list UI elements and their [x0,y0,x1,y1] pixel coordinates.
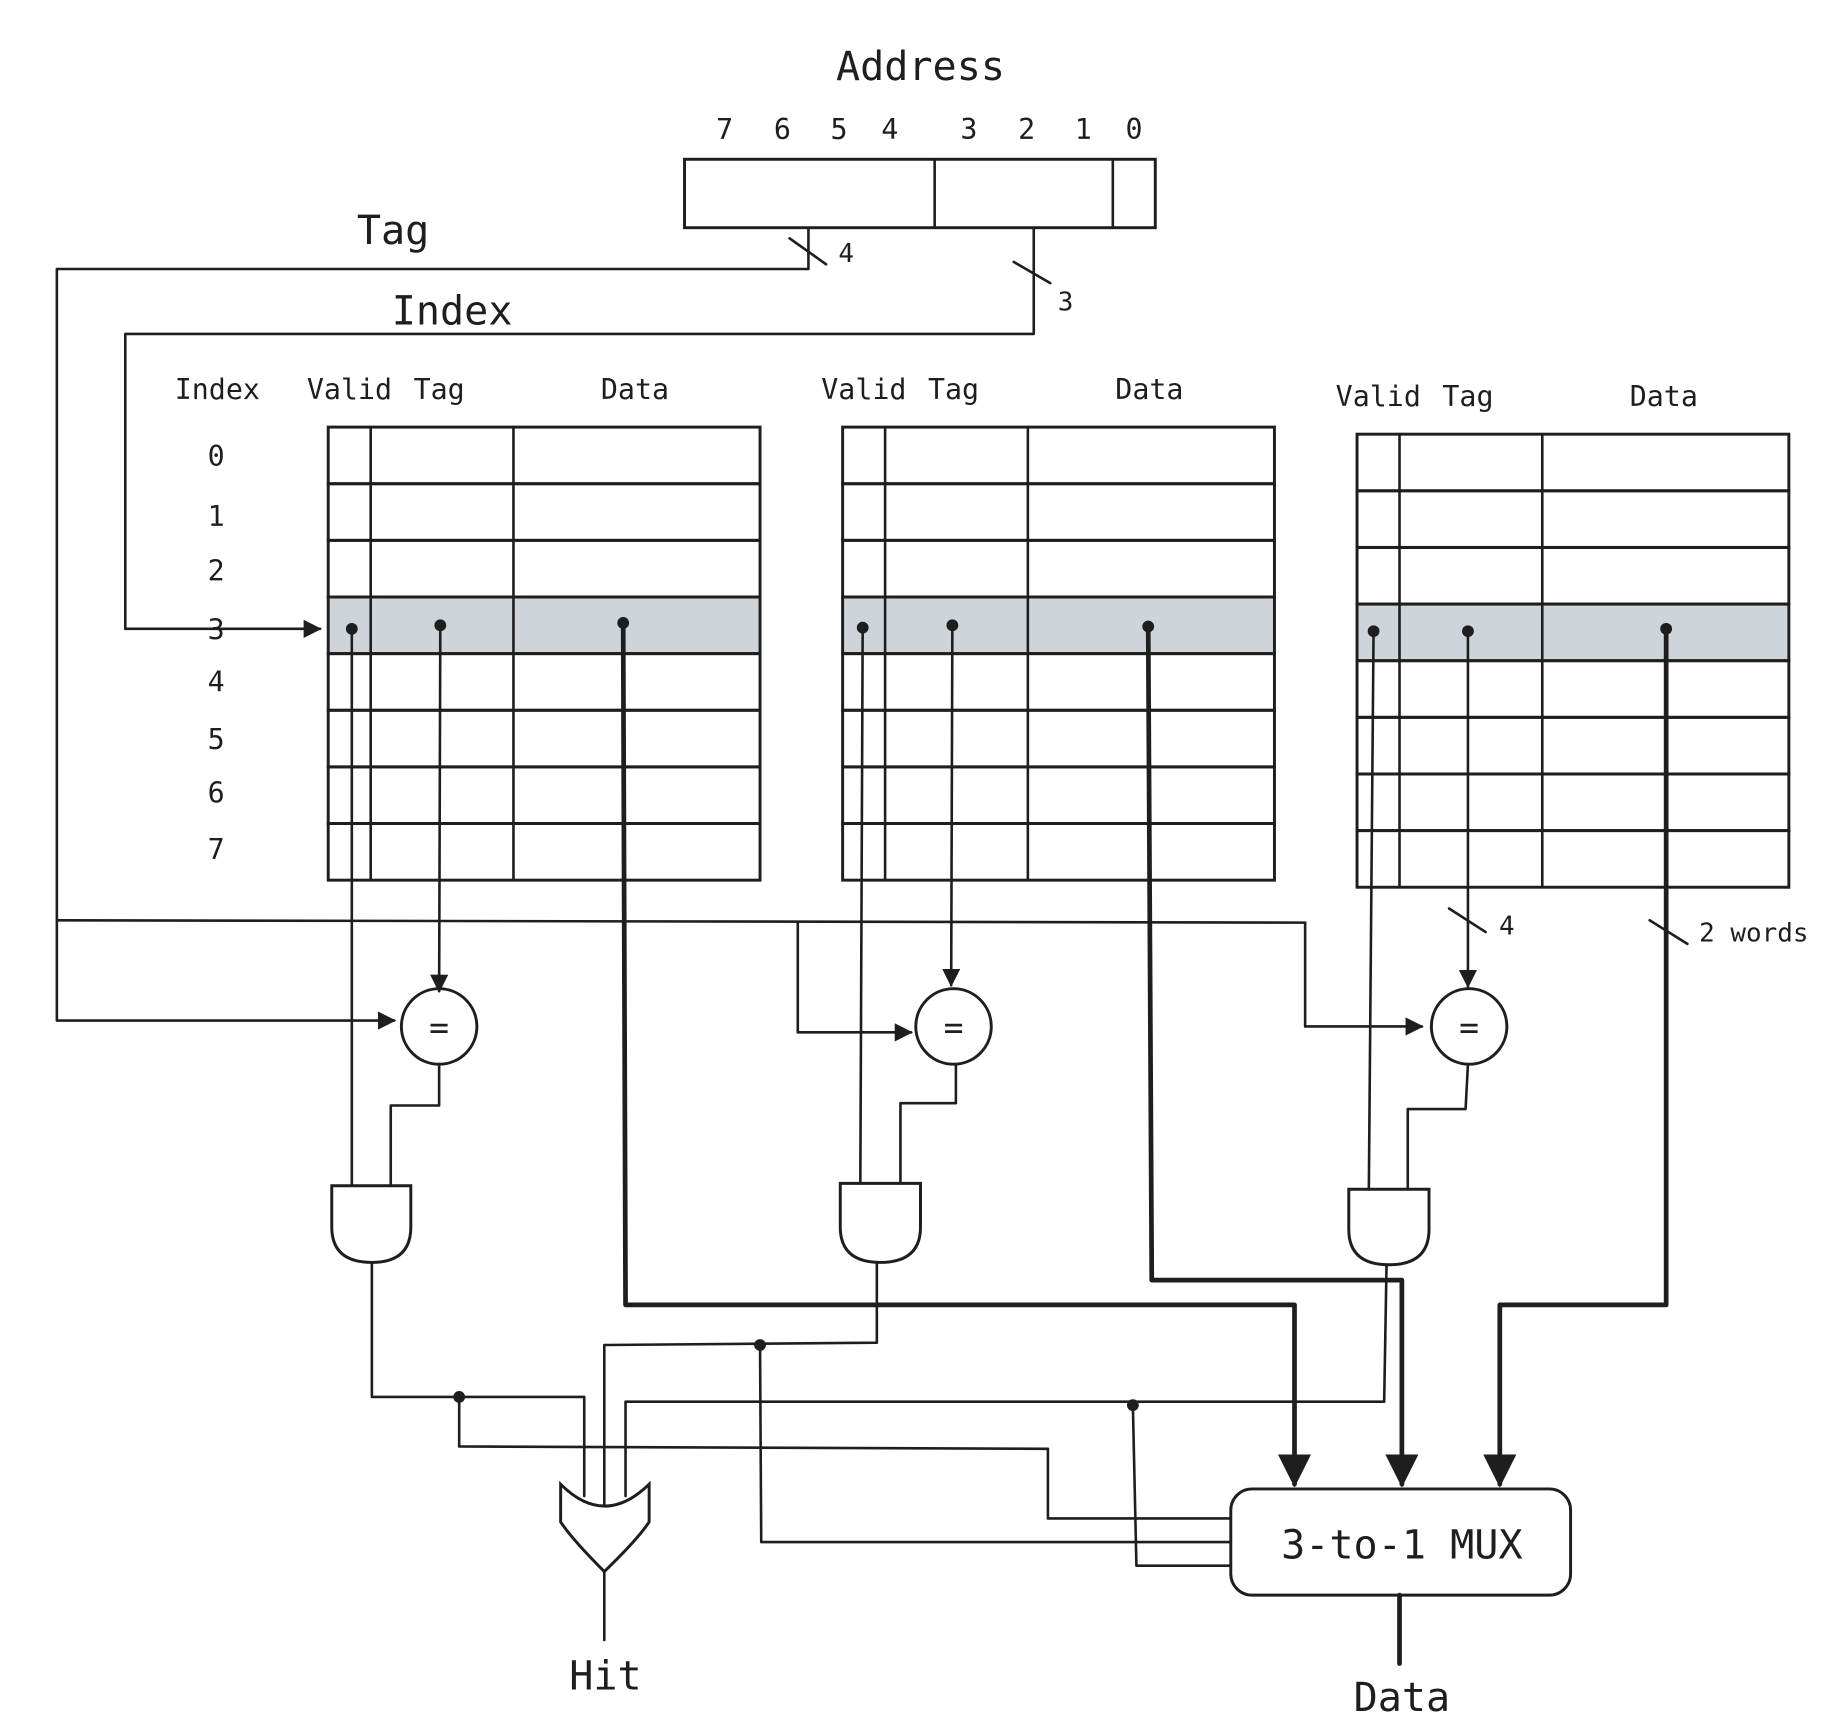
way1-data-bus [620,620,1312,1488]
row-indices: 0 1 2 3 4 5 6 7 [208,440,225,866]
cache-row [1355,489,1791,549]
data-header: Data [1115,373,1183,406]
data-header: Data [1630,380,1698,413]
index-width-label: 3 [1058,287,1074,317]
valid-header: Valid [821,373,906,406]
selected-row-highlight [328,596,761,654]
tag-branch-way2 [796,921,913,1042]
row-index-label: 5 [208,723,225,756]
cache-row [326,538,762,599]
tag-width-slash [788,237,828,266]
way1-tag-wire [430,624,449,993]
svg-text:=: = [1459,1007,1479,1046]
row-index-label: 3 [208,613,225,646]
cache-row [841,482,1276,542]
cache-row [326,822,762,882]
row-index-label: 4 [208,665,225,698]
way1-and-gate [330,1184,413,1264]
cache-row [326,425,762,486]
tag-wire [55,226,810,1030]
address-bit-label: 4 [881,113,898,146]
address-bit-label: 7 [716,113,733,146]
cache-row [841,822,1276,882]
cache-row [1355,659,1791,719]
way1-comparator: = [399,987,479,1066]
cache-row [841,708,1276,769]
hit-output-label: Hit [569,1654,641,1700]
address-title: Address [836,44,1005,90]
selected-row-highlight [1357,604,1789,661]
cache-row [326,482,762,542]
address-register [683,157,1157,230]
mux-label: 3-to-1 MUX [1281,1523,1522,1569]
row-index-label: 0 [208,440,225,473]
cache-row [1355,829,1791,889]
cache-row [841,538,1276,599]
cache-way-1: Valid Tag Data [307,373,762,882]
address-bit-label: 6 [774,113,791,146]
address-bit-label: 3 [960,113,977,146]
data-width-label: 2 words [1699,919,1808,949]
way3-tag-width-label: 4 [1499,911,1515,941]
cache-row [1355,772,1791,833]
index-width-slash [1012,260,1052,285]
svg-text:=: = [429,1007,449,1046]
tag-header: Tag [928,373,979,406]
way2-comparator: = [914,987,993,1066]
cache-row [1355,715,1791,776]
valid-header: Valid [307,373,392,406]
or-gate [559,1480,651,1574]
tag-branch-wire [55,918,1307,924]
svg-text:=: = [944,1007,964,1046]
address-bit-labels: 7 6 5 4 3 2 1 0 [716,113,1142,146]
cache-row [1355,432,1791,493]
address-bit-label: 2 [1018,113,1035,146]
address-bit-label: 0 [1126,113,1143,146]
selected-row-highlight [842,596,1275,654]
row-index-label: 2 [208,554,225,587]
cache-way-3: Valid Tag Data [1336,380,1791,889]
mux: 3-to-1 MUX [1229,1487,1573,1597]
cache-row [326,652,762,712]
tag-header: Tag [414,373,465,406]
cache-row [841,652,1276,712]
way3-comparator: = [1429,987,1509,1066]
data-header: Data [601,373,669,406]
address-bit-label: 5 [831,113,848,146]
cache-row [326,765,762,826]
tag-branch-way3 [1303,921,1424,1036]
row-index-label: 6 [208,776,225,809]
way2-and-gate [838,1181,922,1264]
cache-row [841,425,1276,486]
way3-data-bus [1483,626,1669,1488]
data-output-label: Data [1354,1675,1451,1721]
valid-header: Valid [1336,380,1421,413]
address-bit-label: 1 [1075,113,1092,146]
cache-row [326,708,762,769]
row-index-label: 7 [208,833,225,866]
cache-row [1355,545,1791,606]
row-index-header: Index [175,373,260,406]
tag-field-label: Tag [357,208,429,254]
way2-data-bus [1145,624,1419,1488]
tag-width-label: 4 [838,239,854,269]
way3-and-gate [1347,1187,1431,1267]
cache-ways: Valid Tag Data Valid Tag Data Valid Tag Data [307,373,1791,889]
cache-row [841,765,1276,826]
index-wire [123,226,1036,638]
row-index-label: 1 [208,500,225,533]
tag-header: Tag [1442,380,1493,413]
cache-way-2: Valid Tag Data [821,373,1276,882]
index-field-label: Index [392,288,513,334]
